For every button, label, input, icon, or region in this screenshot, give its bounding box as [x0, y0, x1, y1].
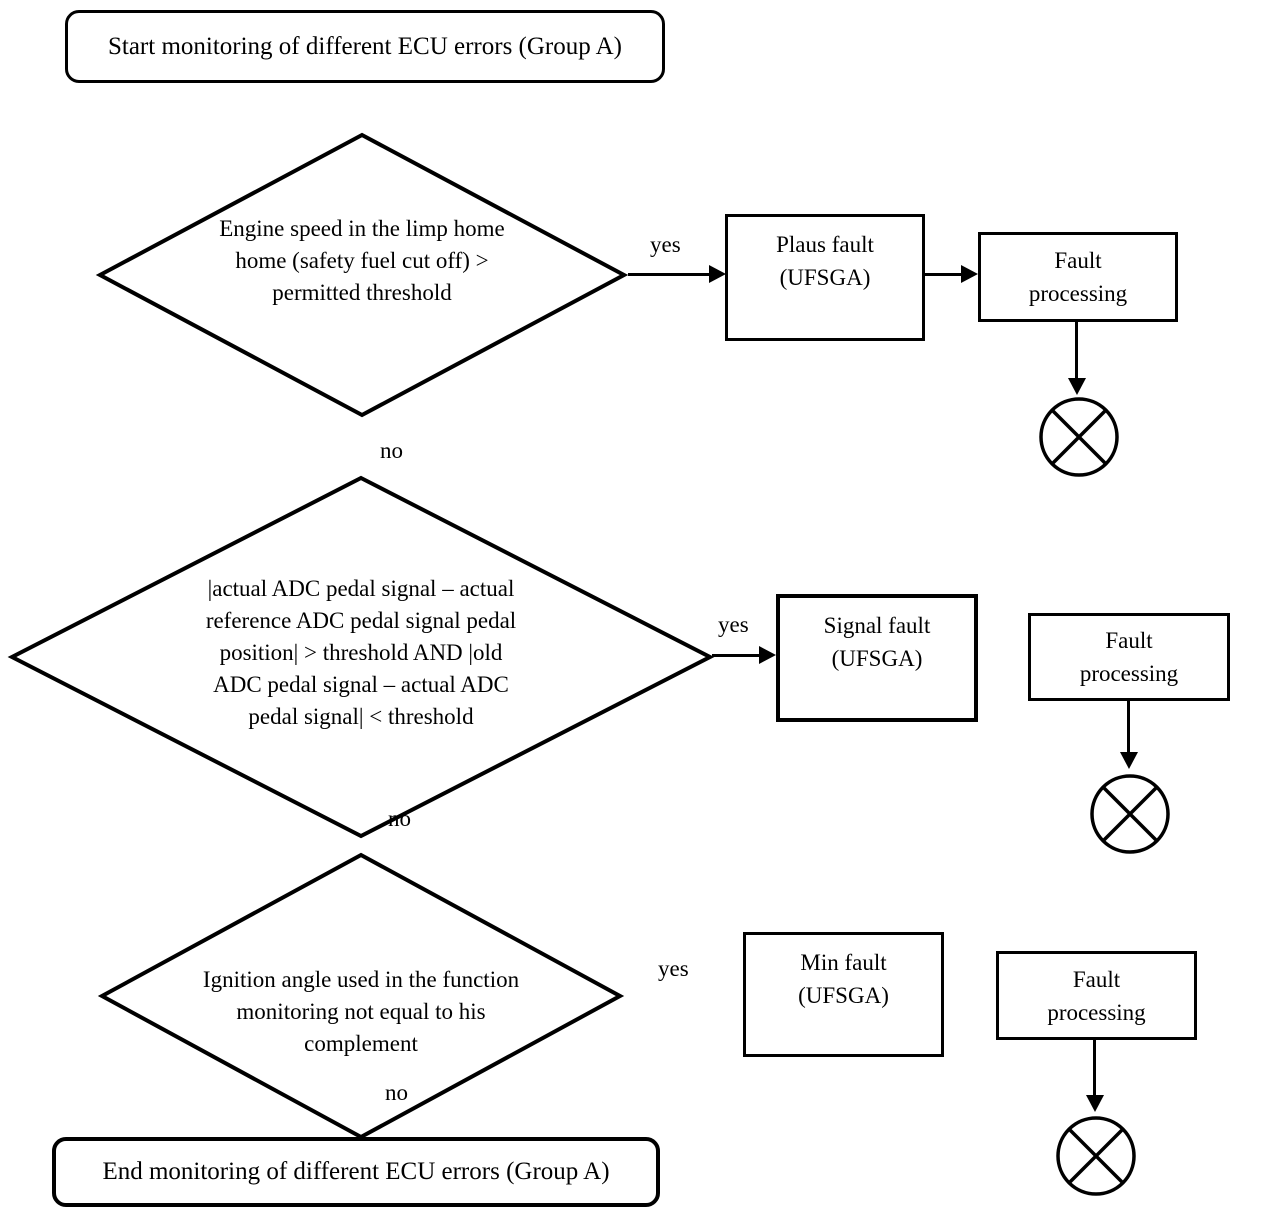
end-terminator-label: End monitoring of different ECU errors (… [102, 1158, 610, 1185]
arrow-processing2-to-end2-line [1127, 701, 1130, 754]
arrowhead-down-icon [1120, 752, 1138, 769]
circle-cross-icon [1056, 1116, 1136, 1196]
decision-2-diamond-shape [7, 475, 715, 839]
arrow-fault1-to-processing1-line [923, 273, 963, 276]
fault-box-1-label: Plaus fault (UFSGA) [776, 232, 874, 290]
decision-2-no-label: no [388, 806, 411, 831]
processing-box-3: Fault processing [996, 951, 1197, 1040]
arrowhead-right-icon [709, 265, 726, 283]
decision-2-yes-label: yes [718, 612, 749, 637]
fault-box-3-label: Min fault (UFSGA) [798, 950, 889, 1008]
processing-box-2-label: Fault processing [1079, 628, 1179, 686]
start-terminator-label: Start monitoring of different ECU errors… [107, 32, 622, 60]
decision-3-no-label: no [385, 1080, 408, 1105]
arrow-processing1-to-end1-line [1075, 322, 1078, 380]
end-terminator: End monitoring of different ECU errors (… [52, 1137, 660, 1207]
arrow-processing3-to-end3-line [1093, 1040, 1096, 1097]
processing-box-1-label: Fault processing [1028, 248, 1128, 306]
fault-box-2: Signal fault (UFSGA) [776, 594, 978, 722]
circle-cross-icon [1039, 397, 1119, 477]
circle-cross-icon [1090, 774, 1170, 854]
arrow-decision2-to-fault2-line [712, 654, 762, 657]
fault-box-3: Min fault (UFSGA) [743, 932, 944, 1057]
decision-1-no-label: no [380, 438, 403, 463]
decision-3-diamond-shape [97, 852, 625, 1140]
arrowhead-right-icon [961, 265, 978, 283]
arrowhead-down-icon [1086, 1095, 1104, 1112]
decision-2-diamond [7, 475, 715, 839]
processing-box-3-label: Fault processing [1047, 966, 1146, 1025]
decision-3-diamond [97, 852, 625, 1140]
arrowhead-down-icon [1068, 378, 1086, 395]
arrow-decision1-to-fault1-line [628, 273, 712, 276]
processing-box-1: Fault processing [978, 232, 1178, 322]
arrowhead-right-icon [759, 646, 776, 664]
decision-1-diamond-shape [95, 132, 629, 418]
fault-box-2-label: Signal fault (UFSGA) [823, 613, 931, 671]
decision-3-yes-label: yes [658, 956, 689, 981]
decision-1-yes-label: yes [650, 232, 681, 257]
processing-box-2: Fault processing [1028, 613, 1230, 701]
start-terminator: Start monitoring of different ECU errors… [65, 10, 665, 83]
decision-1-diamond [95, 132, 629, 418]
fault-box-1: Plaus fault (UFSGA) [725, 214, 925, 341]
